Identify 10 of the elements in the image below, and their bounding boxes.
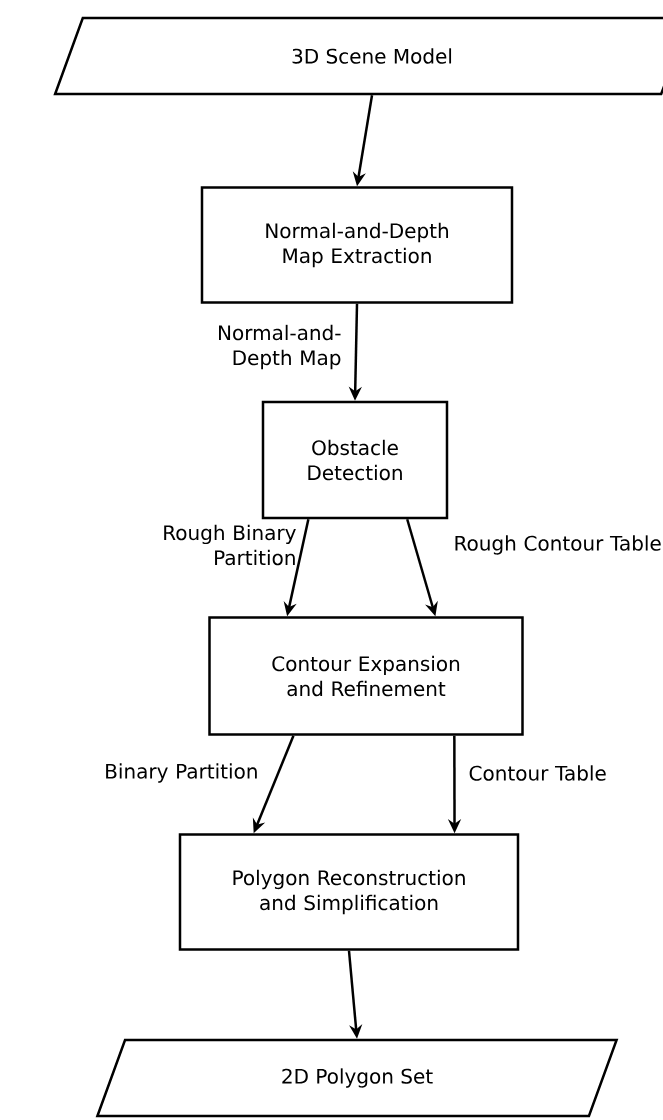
process-box: Polygon Reconstruction and Simplification — [178, 833, 520, 951]
edge-label: Rough Binary Partition — [164, 524, 296, 566]
process-box: Contour Expansion and Refinement — [208, 616, 524, 736]
process-box: Normal-and-Depth Map Extraction — [200, 186, 514, 304]
edge-label: Binary Partition — [106, 763, 257, 783]
input-output-parallelogram: 3D Scene Model — [53, 16, 663, 96]
edge-label: Rough Contour Table — [455, 535, 661, 555]
process-box: Obstacle Detection — [261, 400, 449, 520]
edge-label: Contour Table — [469, 765, 606, 781]
edge-label: Normal-and-Depth Map — [219, 324, 341, 370]
